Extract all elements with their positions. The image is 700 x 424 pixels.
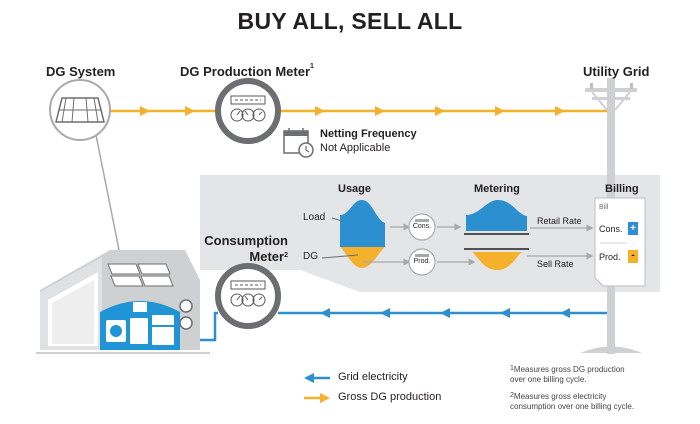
metering-heading: Metering bbox=[474, 183, 520, 195]
netting-frequency-block: Netting Frequency Not Applicable bbox=[320, 127, 417, 155]
netting-frequency-title: Netting Frequency bbox=[320, 128, 417, 140]
utility-grid-label: Utility Grid bbox=[583, 64, 650, 79]
consumption-meter-icon bbox=[215, 263, 281, 329]
footnote-1: 1Measures gross DG production over one b… bbox=[510, 365, 625, 385]
metering-consumption-shape bbox=[464, 200, 529, 235]
footnote-marker-1: 1 bbox=[310, 63, 314, 70]
netting-frequency-value: Not Applicable bbox=[320, 142, 391, 154]
dg-production-flow-line bbox=[110, 106, 608, 116]
footnote-2: 2Measures gross electricity consumption … bbox=[510, 392, 634, 412]
metering-production-shape bbox=[464, 248, 529, 270]
footnote-1-line1: Measures gross DG production bbox=[513, 365, 625, 374]
footnote-marker-2: 2 bbox=[284, 252, 288, 259]
usage-heading: Usage bbox=[338, 183, 372, 195]
bill-label: Bill bbox=[599, 204, 609, 211]
bill-plus-sign: + bbox=[630, 223, 636, 234]
cons-bubble bbox=[408, 213, 436, 241]
footnote-1-line2: over one billing cycle. bbox=[510, 375, 587, 384]
usage-load-curve bbox=[331, 200, 385, 247]
bill-minus-sign: - bbox=[631, 250, 635, 261]
dg-production-meter-text: DG Production Meter bbox=[180, 64, 311, 79]
billing-heading: Billing bbox=[605, 183, 639, 195]
footnote-2-line1: Measures gross electricity bbox=[513, 392, 607, 401]
panel-flow-arrows bbox=[362, 223, 594, 266]
dg-wire bbox=[94, 129, 123, 266]
dg-production-meter-label: DG Production Meter1 bbox=[180, 63, 314, 79]
legend-dg-arrow bbox=[304, 393, 330, 403]
dg-system-icon bbox=[49, 79, 111, 141]
prod-bubble bbox=[408, 248, 436, 276]
dg-production-meter-icon bbox=[215, 78, 281, 144]
bill-document-icon bbox=[594, 197, 646, 287]
consumption-meter-line1: Consumption bbox=[204, 233, 288, 248]
legend-grid-label: Grid electricity bbox=[338, 371, 408, 383]
diagram-title: BUY ALL, SELL ALL bbox=[237, 8, 463, 34]
prod-bubble-label: Prod. bbox=[413, 258, 431, 265]
sell-rate-label: Sell Rate bbox=[537, 259, 574, 269]
cons-bubble-label: Cons. bbox=[412, 223, 432, 230]
dg-label: DG bbox=[303, 251, 318, 262]
grid-electricity-flow-line bbox=[188, 308, 612, 345]
footnote-2-marker: 2 bbox=[510, 392, 514, 399]
load-label: Load bbox=[303, 212, 326, 223]
usage-dg-curve bbox=[321, 247, 385, 268]
house-icon bbox=[36, 250, 210, 354]
legend-dg-label: Gross DG production bbox=[338, 391, 442, 403]
dg-system-label: DG System bbox=[46, 64, 116, 79]
bill-prod-label: Prod. bbox=[599, 252, 621, 262]
calendar-clock-icon bbox=[283, 128, 314, 158]
consumption-meter-line2: Meter bbox=[249, 249, 285, 264]
legend-grid-arrow bbox=[304, 373, 330, 383]
retail-rate-label: Retail Rate bbox=[537, 216, 582, 226]
footnote-1-marker: 1 bbox=[510, 365, 514, 372]
bill-cons-label: Cons. bbox=[599, 224, 623, 234]
consumption-meter-label: Consumption Meter2 bbox=[204, 233, 288, 265]
footnote-2-line2: consumption over one billing cycle. bbox=[510, 402, 635, 411]
